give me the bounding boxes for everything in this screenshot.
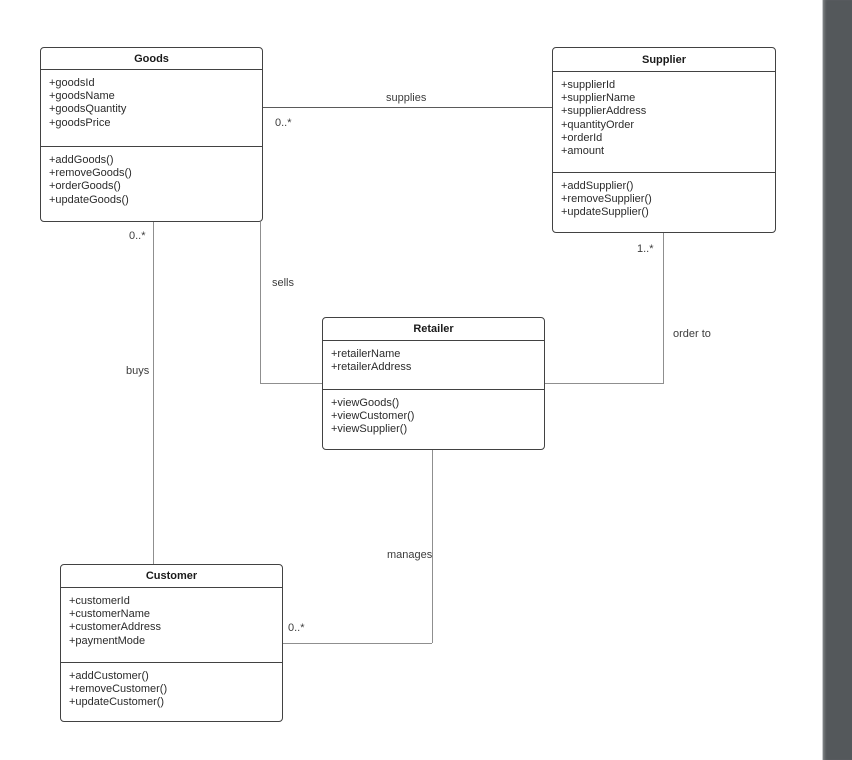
attribute-row: +supplierId <box>561 79 616 91</box>
method-row: +orderGoods() <box>49 180 121 193</box>
attribute-row: +supplierAddress <box>561 105 647 118</box>
multiplicity-order-to-supplier: 1..* <box>637 243 654 255</box>
multiplicity-buys-goods: 0..* <box>129 230 146 242</box>
right-side-panel <box>822 0 852 760</box>
method-row: +updateGoods() <box>49 193 129 206</box>
class-customer[interactable]: Customer +customerId +customerName +cust… <box>60 564 283 722</box>
relationship-label-order-to: order to <box>673 328 711 340</box>
class-retailer-attributes: +retailerName +retailerAddress <box>323 341 544 390</box>
method-row: +viewSupplier() <box>331 423 408 436</box>
attribute-row: +orderId <box>561 131 603 144</box>
method-row: +addGoods() <box>49 154 114 166</box>
relationship-label-manages: manages <box>387 549 433 561</box>
connector-order-to-line-vertical <box>663 233 664 384</box>
method-row: +viewCustomer() <box>331 410 415 423</box>
class-retailer-methods: +viewGoods() +viewCustomer() +viewSuppli… <box>323 390 544 449</box>
class-goods-methods: +addGoods() +removeGoods() +orderGoods()… <box>41 147 262 221</box>
attribute-row: +goodsName <box>49 90 115 103</box>
method-row: +removeGoods() <box>49 167 132 180</box>
attribute-row: +retailerAddress <box>331 361 412 374</box>
class-customer-attributes: +customerId +customerName +customerAddre… <box>61 588 282 663</box>
relationship-label-supplies: supplies <box>386 92 427 104</box>
connector-sells-line-horizontal <box>260 383 322 384</box>
method-row: +viewGoods() <box>331 397 400 409</box>
connector-supplies-line <box>263 107 552 108</box>
class-supplier-methods: +addSupplier() +removeSupplier() +update… <box>553 173 775 232</box>
connector-buys-line <box>153 222 154 564</box>
attribute-row: +customerId <box>69 595 130 607</box>
attribute-row: +goodsQuantity <box>49 103 127 116</box>
method-row: +updateCustomer() <box>69 696 165 709</box>
class-customer-title: Customer <box>61 565 282 588</box>
class-supplier-attributes: +supplierId +supplierName +supplierAddre… <box>553 72 775 173</box>
method-row: +removeSupplier() <box>561 193 652 206</box>
class-retailer-title: Retailer <box>323 318 544 341</box>
class-goods-attributes: +goodsId +goodsName +goodsQuantity +good… <box>41 70 262 147</box>
class-retailer[interactable]: Retailer +retailerName +retailerAddress … <box>322 317 545 450</box>
connector-manages-line-horizontal <box>283 643 432 644</box>
class-goods[interactable]: Goods +goodsId +goodsName +goodsQuantity… <box>40 47 263 222</box>
class-customer-methods: +addCustomer() +removeCustomer() +update… <box>61 663 282 721</box>
connector-sells-line-vertical <box>260 222 261 383</box>
attribute-row: +customerAddress <box>69 621 162 634</box>
method-row: +removeCustomer() <box>69 683 168 696</box>
class-supplier[interactable]: Supplier +supplierId +supplierName +supp… <box>552 47 776 233</box>
connector-manages-line-vertical <box>432 450 433 643</box>
method-row: +updateSupplier() <box>561 206 649 219</box>
method-row: +addCustomer() <box>69 670 149 682</box>
attribute-row: +customerName <box>69 608 151 621</box>
relationship-label-sells: sells <box>272 277 295 289</box>
class-goods-title: Goods <box>41 48 262 70</box>
attribute-row: +supplierName <box>561 92 636 105</box>
attribute-row: +goodsId <box>49 77 95 89</box>
attribute-row: +paymentMode <box>69 634 146 647</box>
relationship-label-buys: buys <box>126 365 150 377</box>
attribute-row: +retailerName <box>331 348 401 360</box>
class-supplier-title: Supplier <box>553 48 775 72</box>
connector-order-to-line-horizontal <box>545 383 663 384</box>
attribute-row: +amount <box>561 145 605 158</box>
attribute-row: +goodsPrice <box>49 116 111 129</box>
multiplicity-supplies-goods: 0..* <box>275 117 292 129</box>
multiplicity-manages-customer: 0..* <box>288 622 305 634</box>
attribute-row: +quantityOrder <box>561 118 635 131</box>
method-row: +addSupplier() <box>561 180 634 192</box>
